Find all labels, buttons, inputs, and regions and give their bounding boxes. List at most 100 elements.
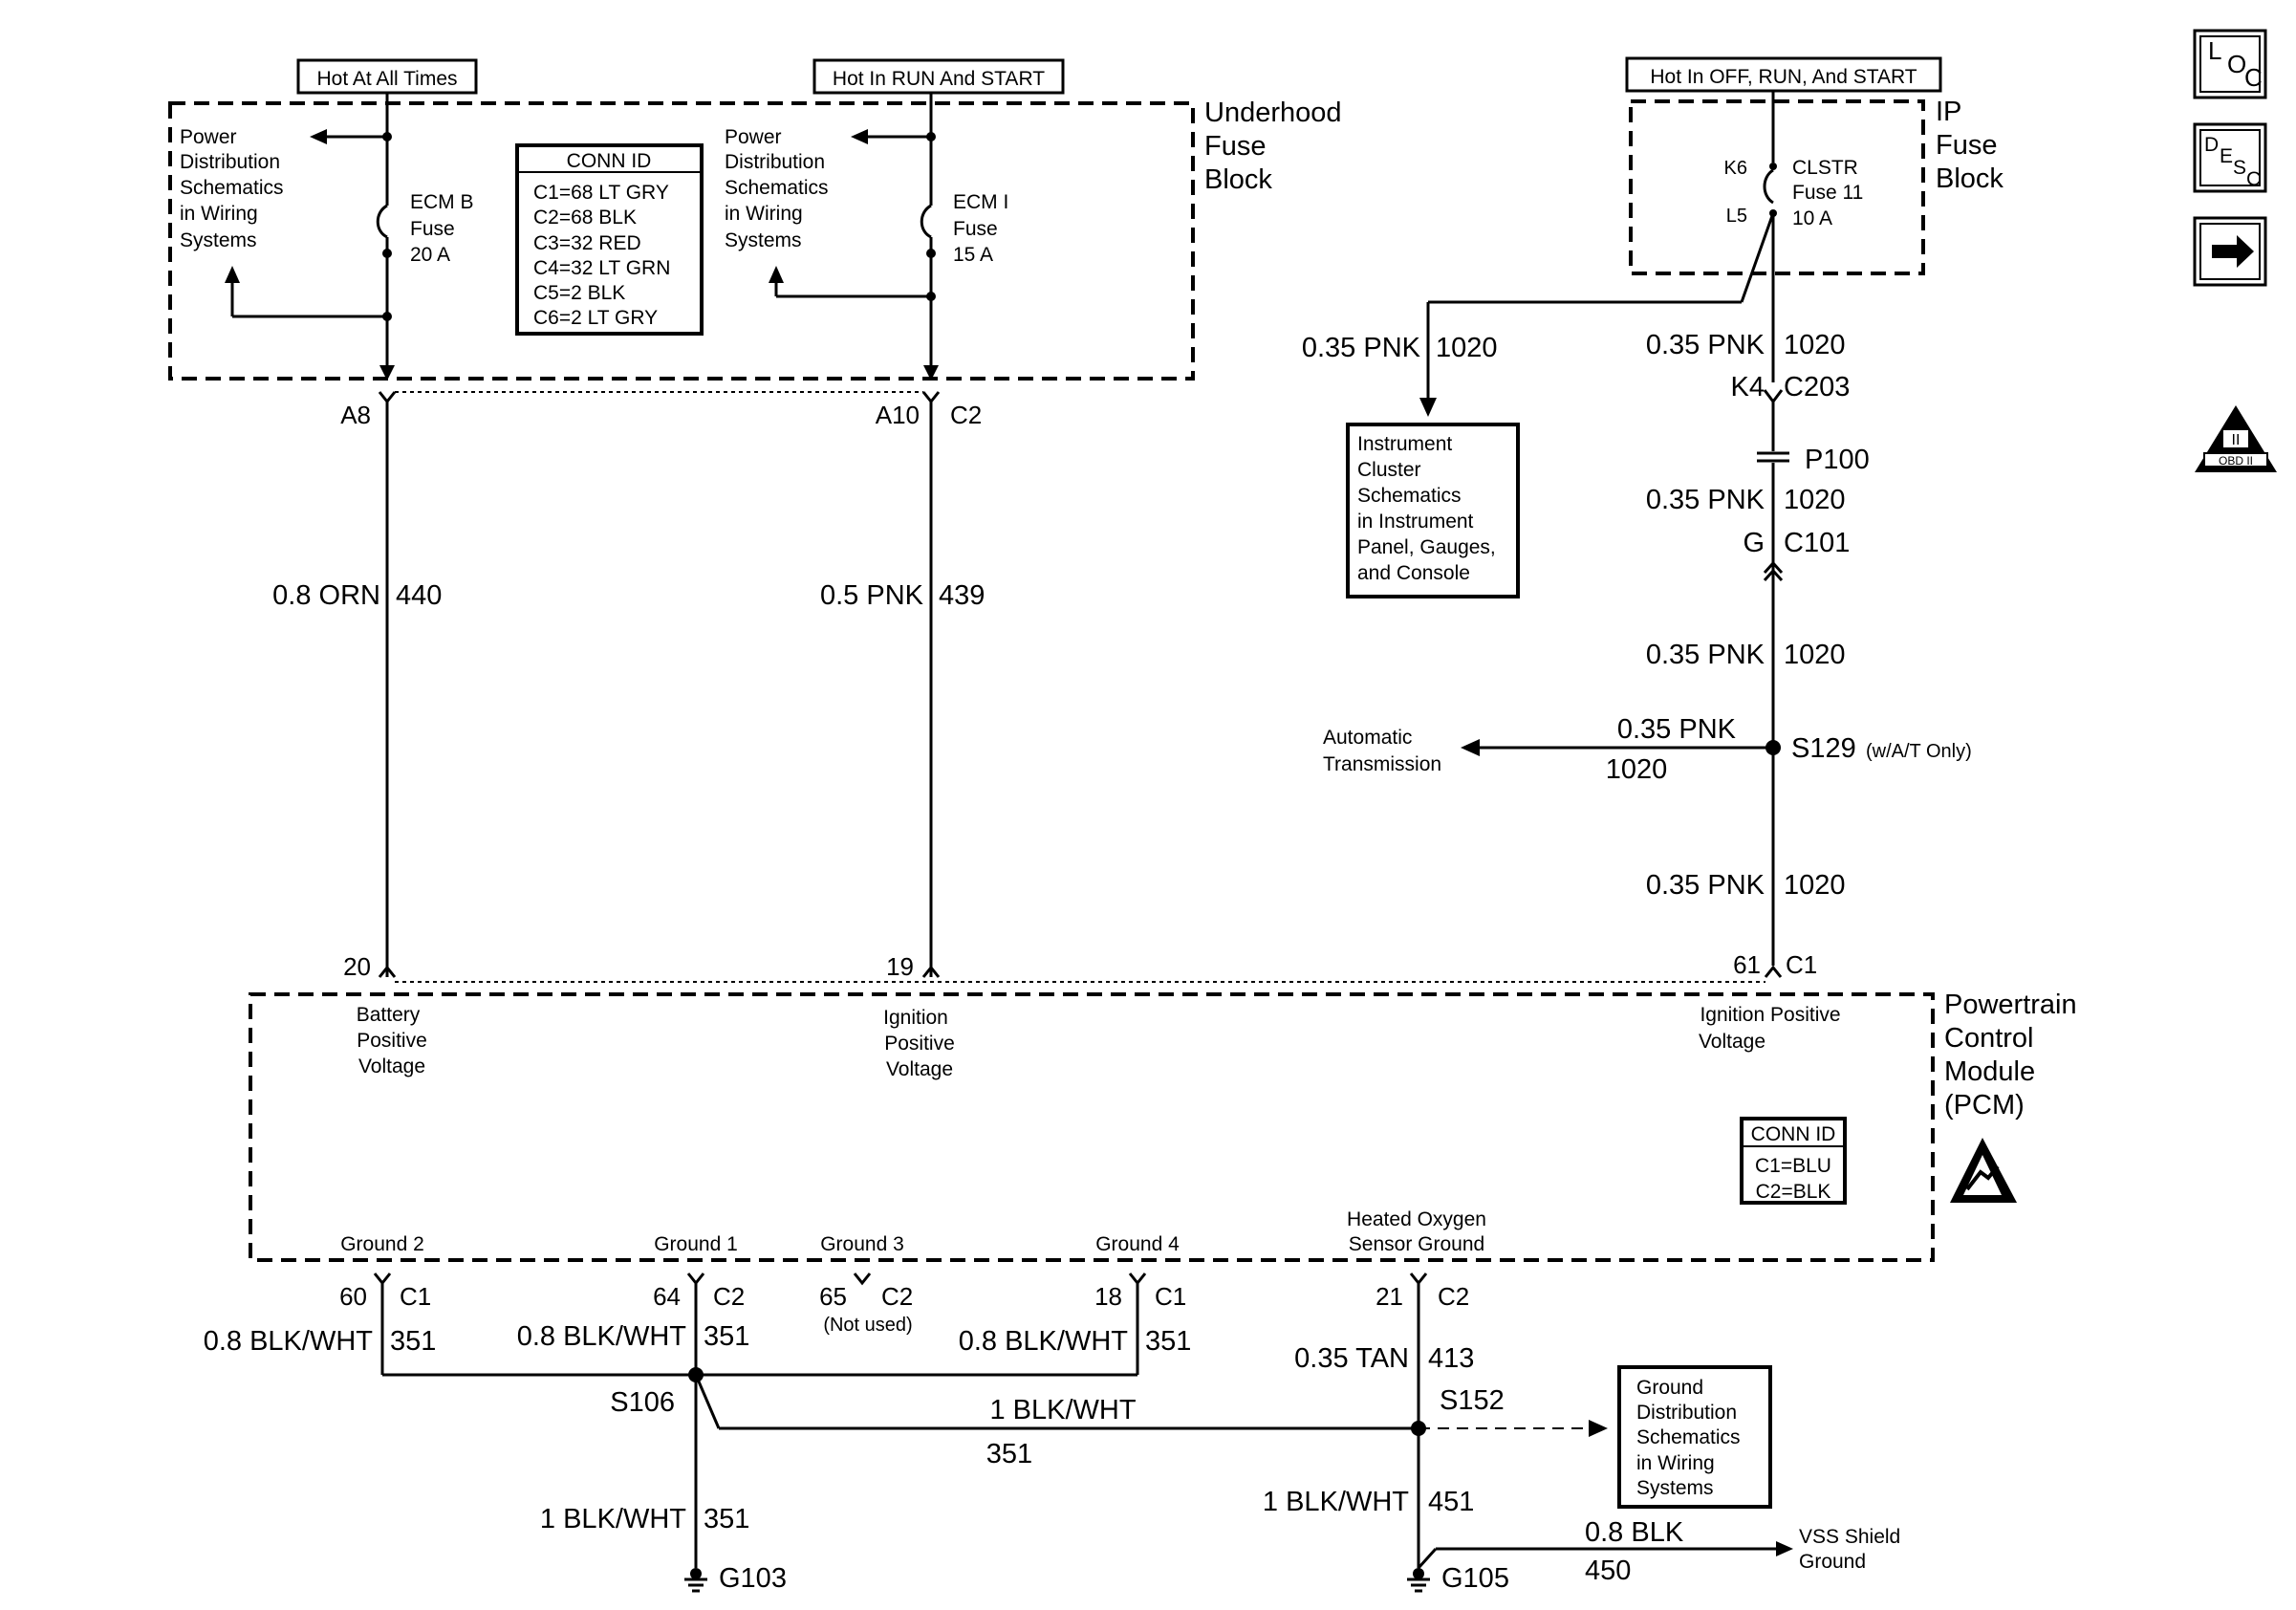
ho2s-color: 0.35 TAN	[1294, 1343, 1409, 1374]
vss-circuit: 450	[1585, 1556, 1631, 1586]
pd-mid-1: Power	[725, 126, 782, 148]
conn-id-c1: C1=68 LT GRY	[533, 182, 669, 204]
ic-box-2: Cluster	[1357, 459, 1421, 481]
pcm-title-2: Control	[1944, 1023, 2034, 1054]
g105-label: G105	[1441, 1563, 1509, 1594]
pd-mid-5: Systems	[725, 229, 802, 251]
g2-color: 0.8 BLK/WHT	[204, 1326, 374, 1357]
pcm-input-pins: 20 19 61 C1	[343, 950, 1817, 983]
a8-label: A8	[340, 401, 371, 429]
power-dist-mid-label: Power Distribution Schematics in Wiring …	[725, 126, 829, 251]
ecm-i-fuse-label: ECM I Fuse 15 A	[953, 191, 1008, 266]
ic-branch-color: 0.35 PNK	[1302, 333, 1421, 363]
g105-circuit: 451	[1428, 1487, 1474, 1517]
pin-61: 61	[1733, 950, 1761, 979]
conn-id-title: CONN ID	[567, 150, 652, 172]
g1-color: 0.8 BLK/WHT	[517, 1321, 687, 1352]
c2-b-label: C2	[881, 1282, 913, 1311]
connector-c101: G C101	[1743, 528, 1850, 582]
pcm-title-1: Powertrain	[1944, 990, 2077, 1020]
wire-1020-segment-c: 0.35 PNK 1020	[1646, 640, 1846, 670]
splice-s129: 0.35 PNK 1020 S129 (w/A/T Only) Automati…	[1323, 714, 1972, 785]
ic-box-6: and Console	[1357, 562, 1470, 584]
p100-label: P100	[1805, 445, 1870, 475]
gd-box-3: Schematics	[1636, 1426, 1741, 1448]
s129-note: (w/A/T Only)	[1866, 741, 1972, 762]
underhood-title-3: Block	[1204, 164, 1272, 195]
conn-id-c6: C6=2 LT GRY	[533, 307, 658, 329]
hot-off-run-start-label: Hot In OFF, RUN, And START	[1650, 66, 1917, 88]
ecm-i-fuse-circuit	[769, 103, 939, 381]
batt-volt-1: Battery	[357, 1004, 421, 1026]
s106-label: S106	[610, 1387, 675, 1418]
right-arrow-icon[interactable]	[2193, 216, 2267, 287]
w1020-d-circuit: 1020	[1784, 870, 1846, 901]
ic-box-3: Schematics	[1357, 485, 1462, 507]
underhood-conn-id-box: CONN ID C1=68 LT GRY C2=68 BLK C3=32 RED…	[515, 143, 704, 336]
auto-trans-1: Automatic	[1323, 727, 1412, 749]
gd-box-1: Ground	[1636, 1377, 1703, 1399]
pin-64: 64	[653, 1282, 681, 1311]
ground-distribution-box: Ground Distribution Schematics in Wiring…	[1617, 1365, 1772, 1509]
pin-18: 18	[1094, 1282, 1122, 1311]
a10-label: A10	[876, 401, 920, 429]
pin-60: 60	[339, 1282, 367, 1311]
ecm-b-fuse-name: ECM B	[410, 191, 474, 213]
pd-left-5: Systems	[180, 229, 257, 251]
pd-left-2: Distribution	[180, 151, 280, 173]
w1020-c-color: 0.35 PNK	[1646, 640, 1765, 670]
ign-volt-2: Positive	[884, 1033, 955, 1055]
pd-left-3: Schematics	[180, 177, 284, 199]
ecm-b-fuse-word: Fuse	[410, 218, 455, 240]
c101-label: C101	[1784, 528, 1850, 558]
pd-mid-3: Schematics	[725, 177, 829, 199]
pcm-title-3: Module	[1944, 1056, 2035, 1087]
connector-a10-c2: A10 C2	[876, 391, 982, 429]
ip-fuse-block: IP Fuse Block K6 L5 CLSTR Fuse 11 10 A	[1629, 97, 2004, 382]
pcm-conn-c2: C2=BLK	[1756, 1181, 1831, 1203]
s152-label: S152	[1440, 1385, 1505, 1416]
ground4-label: Ground 4	[1095, 1233, 1180, 1255]
wire-440: 0.8 ORN 440	[272, 402, 442, 977]
w1020-b-circuit: 1020	[1784, 485, 1846, 515]
connector-c203: K4 C203	[1731, 372, 1850, 404]
auto-trans-2: Transmission	[1323, 753, 1441, 775]
ground2-wire: 0.8 BLK/WHT 351	[204, 1283, 696, 1377]
pcm-conn-id-title: CONN ID	[1751, 1123, 1836, 1145]
obd-ii-numeral: II	[2232, 432, 2241, 448]
pcm-title-4: (PCM)	[1944, 1090, 2025, 1120]
pin-19: 19	[886, 952, 914, 981]
ecm-b-fuse-circuit	[225, 103, 395, 381]
splice-s106: S106 1 BLK/WHT 351	[610, 1367, 1419, 1469]
ign-volt-3: Voltage	[886, 1058, 953, 1080]
ground1-wire: 0.8 BLK/WHT 351	[517, 1283, 749, 1568]
ho2s-ground-2: Sensor Ground	[1349, 1233, 1484, 1255]
desc-letter-d: D	[2204, 134, 2219, 156]
ecm-i-fuse-word: Fuse	[953, 218, 998, 240]
w1020-a-circuit: 1020	[1784, 330, 1846, 360]
g105-color: 1 BLK/WHT	[1263, 1487, 1409, 1517]
g1-circuit: 351	[704, 1321, 749, 1352]
vss-color: 0.8 BLK	[1585, 1517, 1684, 1548]
ip-title-2: Fuse	[1936, 130, 1997, 161]
desc-letter-c: C	[2246, 168, 2261, 190]
esd-warning-icon	[1950, 1138, 2017, 1203]
c2-a-label: C2	[713, 1282, 745, 1311]
ic-box-5: Panel, Gauges,	[1357, 536, 1496, 558]
desc-icon[interactable]: D E S C	[2193, 122, 2267, 193]
pin-20: 20	[343, 952, 371, 981]
wire-1020-segment-a: 0.35 PNK 1020	[1646, 330, 1846, 360]
ground1-label: Ground 1	[654, 1233, 738, 1255]
vss-label-2: Ground	[1799, 1551, 1866, 1573]
ign-volt-right-2: Voltage	[1699, 1031, 1765, 1053]
g4-color: 0.8 BLK/WHT	[959, 1326, 1129, 1357]
vss-label-1: VSS Shield	[1799, 1526, 1900, 1548]
obd-ii-text: OBD II	[2219, 454, 2253, 468]
g103-circuit: 351	[704, 1504, 749, 1534]
ecm-b-fuse-label: ECM B Fuse 20 A	[410, 191, 474, 266]
g-label: G	[1743, 528, 1765, 558]
loc-icon[interactable]: L O C	[2193, 29, 2267, 99]
splice-p100: P100	[1757, 445, 1870, 475]
clstr-fuse-number: Fuse 11	[1792, 182, 1863, 204]
